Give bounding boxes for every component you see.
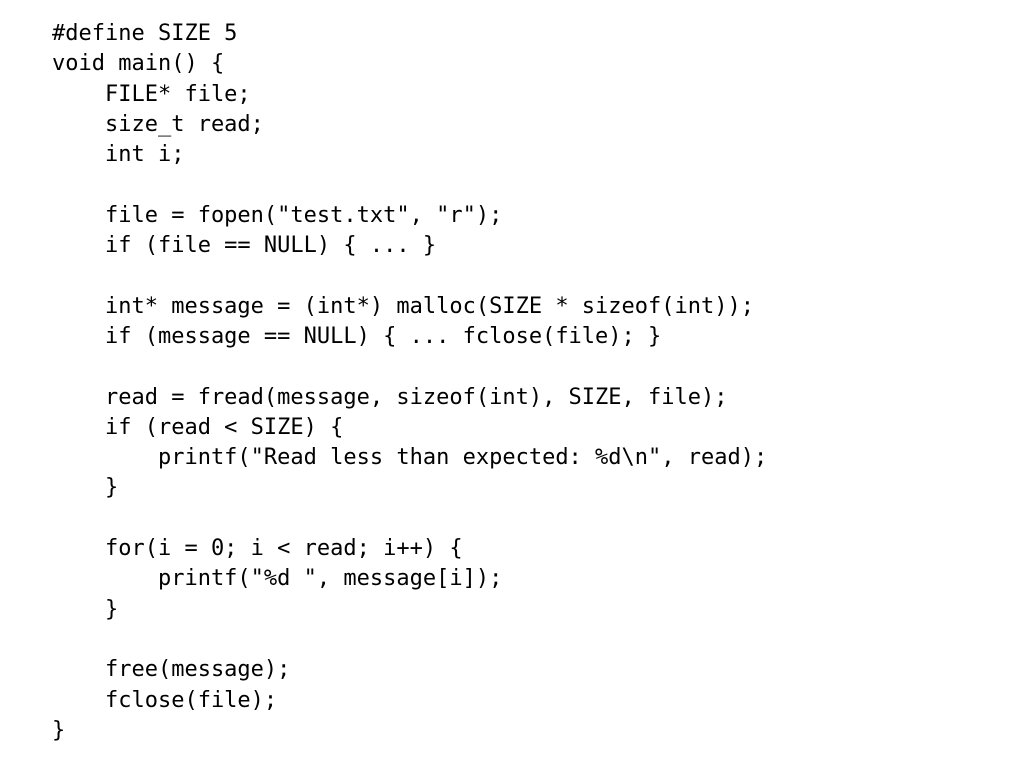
code-line: FILE* file; bbox=[52, 81, 251, 107]
code-line: size_t read; bbox=[52, 111, 264, 137]
code-listing: #define SIZE 5 void main() { FILE* file;… bbox=[52, 19, 767, 746]
code-line bbox=[52, 504, 767, 534]
code-line: void main() { bbox=[52, 51, 225, 77]
code-line: } bbox=[52, 596, 119, 622]
code-line: free(message); bbox=[52, 657, 291, 683]
code-line: if (message == NULL) { ... fclose(file);… bbox=[52, 323, 662, 349]
code-line: read = fread(message, sizeof(int), SIZE,… bbox=[52, 384, 728, 410]
code-line: if (file == NULL) { ... } bbox=[52, 233, 437, 259]
code-line: printf("%d ", message[i]); bbox=[52, 566, 503, 592]
code-line bbox=[52, 170, 767, 200]
code-line bbox=[52, 352, 767, 382]
code-line bbox=[52, 261, 767, 291]
code-line: printf("Read less than expected: %d\n", … bbox=[52, 445, 768, 471]
code-line: fclose(file); bbox=[52, 687, 278, 713]
code-line: int* message = (int*) malloc(SIZE * size… bbox=[52, 293, 754, 319]
code-line: int i; bbox=[52, 142, 185, 168]
code-line: } bbox=[52, 475, 119, 501]
code-line: for(i = 0; i < read; i++) { bbox=[52, 536, 463, 562]
code-line: file = fopen("test.txt", "r"); bbox=[52, 202, 503, 228]
code-line: } bbox=[52, 717, 66, 743]
code-line: #define SIZE 5 bbox=[52, 21, 238, 46]
code-line: if (read < SIZE) { bbox=[52, 414, 344, 440]
code-line bbox=[52, 625, 767, 655]
